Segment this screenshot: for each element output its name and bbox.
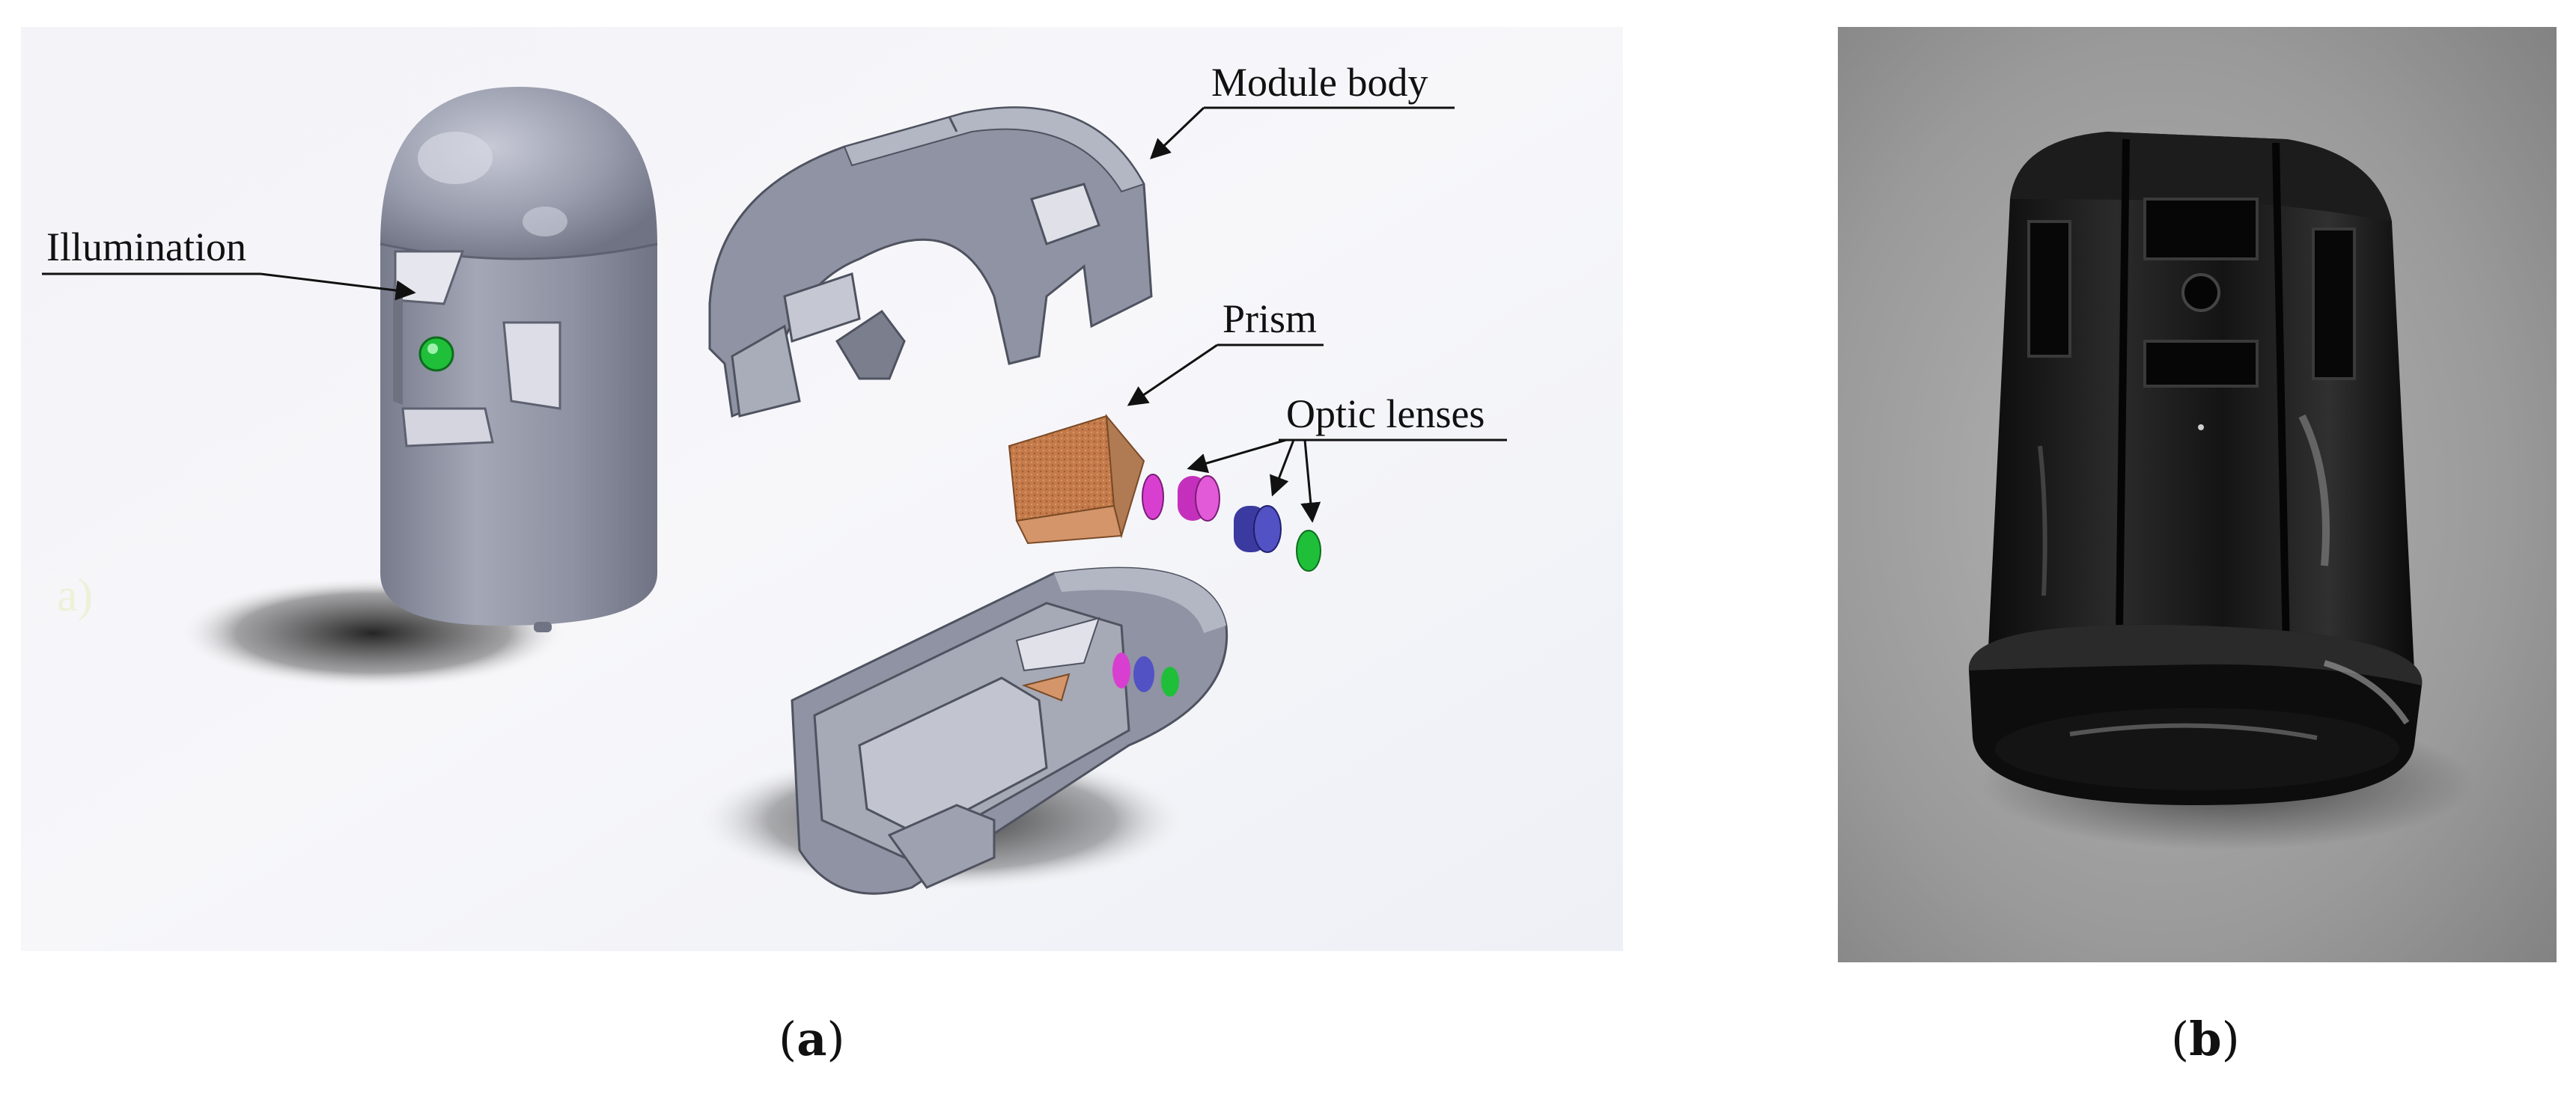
window-middle: [2143, 340, 2259, 388]
capsule-body: [380, 240, 657, 626]
arrow-lens-1: [1187, 439, 1287, 474]
annotations: Module body Illumination Prism Optic len…: [42, 60, 1507, 523]
optic-lenses: [1142, 474, 1321, 572]
cad-exploded-view: a) Module body Illumination Prism Optic …: [21, 27, 1623, 951]
panel-a-cad-diagram: a) Module body Illumination Prism Optic …: [21, 27, 1623, 951]
lens-magenta-thin-icon: [1142, 474, 1164, 520]
side-window: [502, 321, 561, 410]
arrow-prism: [1127, 343, 1218, 406]
prism: [1008, 413, 1145, 545]
lower-housing: [695, 566, 1228, 895]
dome-highlight: [418, 132, 493, 184]
prism-installed: [1021, 673, 1071, 702]
label-prism: Prism: [1222, 296, 1317, 341]
label-illumination: Illumination: [46, 224, 246, 269]
label-module-body: Module body: [1211, 60, 1428, 105]
printed-part-photo: [1838, 27, 2557, 962]
arrow-lens-3: [1300, 439, 1321, 523]
watermark-label: a): [57, 570, 93, 621]
lens-hole: [2181, 273, 2220, 312]
assembled-capsule: [178, 87, 658, 689]
printed-housing: [1988, 132, 2414, 704]
capsule-dome: [380, 87, 657, 259]
window-right: [2312, 227, 2356, 380]
arrow-module-body: [1150, 106, 1205, 159]
lens-green-icon: [418, 336, 454, 372]
module-body-shell: [708, 106, 1153, 418]
lower-window: [401, 407, 494, 447]
window-left: [2027, 220, 2071, 358]
caption-a: (a): [779, 1012, 845, 1066]
panel-b-photo: [1838, 27, 2557, 962]
window-top: [2143, 198, 2259, 260]
label-optic-lenses: Optic lenses: [1286, 391, 1485, 436]
arrow-illumination: [260, 272, 416, 301]
caption-b: (b): [2171, 1012, 2240, 1066]
lens-magenta-icon: [1195, 475, 1220, 522]
lens-green-small-icon: [1296, 530, 1321, 572]
arrow-lens-2: [1270, 439, 1295, 497]
lens-blue-icon: [1253, 505, 1282, 553]
